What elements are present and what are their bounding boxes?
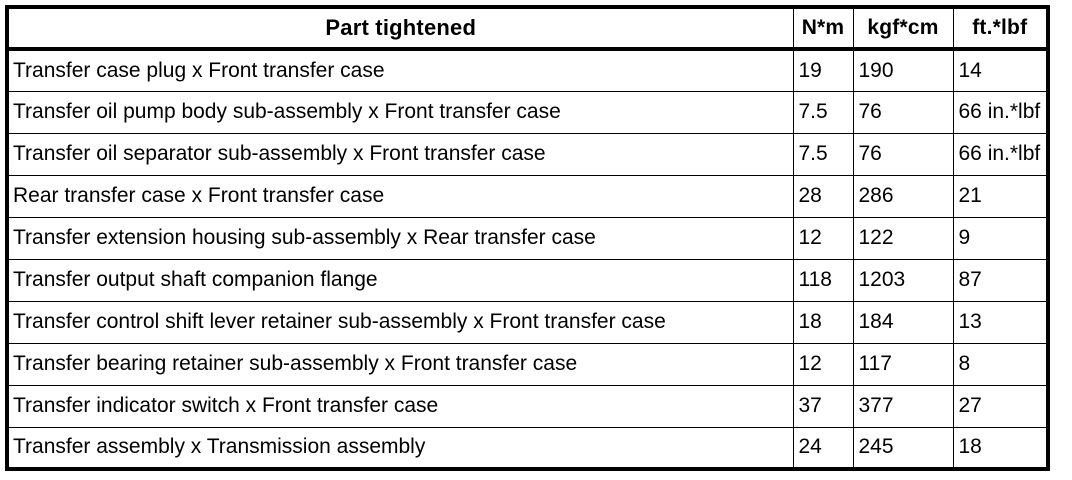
- cell-ft-lbf: 14: [952, 48, 1049, 92]
- table-header: Part tightened N*m kgf*cm ft.*lbf: [6, 6, 1049, 51]
- column-header-newton-meter: N*m: [792, 6, 854, 51]
- column-header-ft-lbf: ft.*lbf: [952, 6, 1049, 51]
- cell-newton-meter: 7.5: [792, 90, 854, 134]
- cell-part-tightened: Transfer oil pump body sub-assembly x Fr…: [6, 90, 794, 134]
- cell-ft-lbf: 87: [952, 258, 1049, 302]
- cell-part-tightened: Transfer assembly x Transmission assembl…: [6, 426, 794, 470]
- cell-kgf-cm: 286: [852, 174, 954, 218]
- table-header-row: Part tightened N*m kgf*cm ft.*lbf: [6, 6, 1049, 51]
- cell-kgf-cm: 184: [852, 300, 954, 344]
- cell-ft-lbf: 21: [952, 174, 1049, 218]
- table-row: Transfer bearing retainer sub-assembly x…: [6, 342, 1049, 386]
- table-row: Rear transfer case x Front transfer case…: [6, 174, 1049, 218]
- cell-newton-meter: 18: [792, 300, 854, 344]
- cell-newton-meter: 24: [792, 426, 854, 470]
- column-header-part-tightened: Part tightened: [6, 6, 794, 51]
- cell-ft-lbf: 13: [952, 300, 1049, 344]
- torque-specification-table-container: Part tightened N*m kgf*cm ft.*lbf Transf…: [5, 5, 1050, 471]
- cell-part-tightened: Transfer output shaft companion flange: [6, 258, 794, 302]
- cell-newton-meter: 7.5: [792, 132, 854, 176]
- cell-kgf-cm: 76: [852, 90, 954, 134]
- torque-specification-table: Part tightened N*m kgf*cm ft.*lbf Transf…: [5, 5, 1050, 471]
- cell-part-tightened: Rear transfer case x Front transfer case: [6, 174, 794, 218]
- table-row: Transfer oil pump body sub-assembly x Fr…: [6, 90, 1049, 134]
- cell-part-tightened: Transfer control shift lever retainer su…: [6, 300, 794, 344]
- table-row: Transfer indicator switch x Front transf…: [6, 384, 1049, 428]
- cell-kgf-cm: 76: [852, 132, 954, 176]
- cell-part-tightened: Transfer extension housing sub-assembly …: [6, 216, 794, 260]
- cell-newton-meter: 118: [792, 258, 854, 302]
- cell-newton-meter: 12: [792, 342, 854, 386]
- cell-newton-meter: 28: [792, 174, 854, 218]
- cell-ft-lbf: 18: [952, 426, 1049, 470]
- cell-kgf-cm: 122: [852, 216, 954, 260]
- table-row: Transfer extension housing sub-assembly …: [6, 216, 1049, 260]
- table-row: Transfer case plug x Front transfer case…: [6, 48, 1049, 92]
- cell-kgf-cm: 190: [852, 48, 954, 92]
- cell-kgf-cm: 377: [852, 384, 954, 428]
- cell-ft-lbf: 9: [952, 216, 1049, 260]
- cell-kgf-cm: 117: [852, 342, 954, 386]
- cell-ft-lbf: 27: [952, 384, 1049, 428]
- cell-kgf-cm: 245: [852, 426, 954, 470]
- column-header-kgf-cm: kgf*cm: [852, 6, 954, 51]
- table-row: Transfer oil separator sub-assembly x Fr…: [6, 132, 1049, 176]
- cell-newton-meter: 19: [792, 48, 854, 92]
- cell-part-tightened: Transfer indicator switch x Front transf…: [6, 384, 794, 428]
- table-row: Transfer assembly x Transmission assembl…: [6, 426, 1049, 470]
- cell-newton-meter: 37: [792, 384, 854, 428]
- table-row: Transfer control shift lever retainer su…: [6, 300, 1049, 344]
- cell-part-tightened: Transfer case plug x Front transfer case: [6, 48, 794, 92]
- cell-ft-lbf: 8: [952, 342, 1049, 386]
- cell-ft-lbf: 66 in.*lbf: [952, 132, 1049, 176]
- cell-newton-meter: 12: [792, 216, 854, 260]
- cell-part-tightened: Transfer bearing retainer sub-assembly x…: [6, 342, 794, 386]
- cell-ft-lbf: 66 in.*lbf: [952, 90, 1049, 134]
- cell-kgf-cm: 1203: [852, 258, 954, 302]
- table-body: Transfer case plug x Front transfer case…: [6, 48, 1049, 470]
- cell-part-tightened: Transfer oil separator sub-assembly x Fr…: [6, 132, 794, 176]
